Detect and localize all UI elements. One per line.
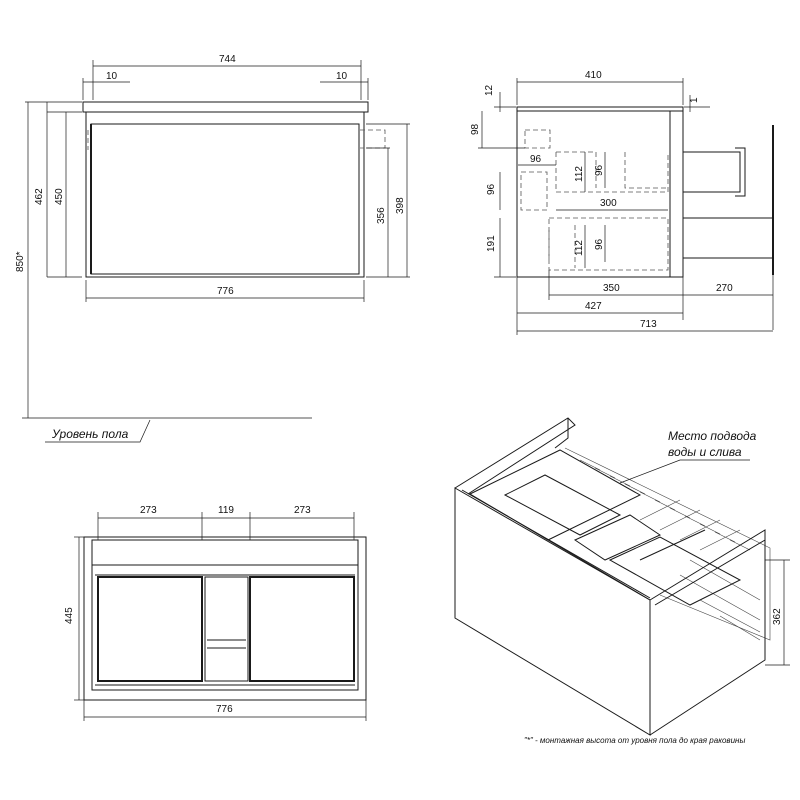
dim-713: 713 <box>640 319 657 330</box>
dim-112b: 112 <box>574 240 585 256</box>
top-outline <box>83 536 367 701</box>
footnote: "*" - монтажная высота от уровня пола до… <box>524 736 745 745</box>
dim-776-top: 776 <box>216 704 233 715</box>
dim-744: 744 <box>219 54 236 65</box>
dim-410: 410 <box>585 70 602 81</box>
dim-270: 270 <box>716 283 733 294</box>
dim-98: 98 <box>470 123 481 135</box>
dim-96-horiz: 96 <box>530 154 542 165</box>
side-view: 410 12 1 98 96 112 96 96 300 191 112 <box>470 70 774 335</box>
dim-300: 300 <box>600 198 617 209</box>
top-view: 273 119 273 445 776 <box>64 505 367 721</box>
dim-356: 356 <box>376 207 387 224</box>
floor-level-label: Уровень пола <box>51 427 129 441</box>
dim-445: 445 <box>64 607 75 624</box>
dim-398: 398 <box>395 197 406 214</box>
dim-10-right: 10 <box>336 71 348 82</box>
dim-850: 850* <box>15 251 26 272</box>
front-view: 744 10 10 462 450 850* 356 398 776 <box>15 54 410 443</box>
isometric-view: Место подвода воды и слива 362 <box>454 417 790 736</box>
dim-776-front: 776 <box>217 286 234 297</box>
dim-450: 450 <box>54 188 65 205</box>
dim-350: 350 <box>603 283 620 294</box>
dim-112: 112 <box>574 166 585 182</box>
dim-462: 462 <box>34 188 45 205</box>
dim-427: 427 <box>585 301 602 312</box>
dim-96a: 96 <box>594 164 605 176</box>
compartment-left <box>97 576 203 682</box>
dim-10-left: 10 <box>106 71 118 82</box>
cabinet-body <box>85 111 365 278</box>
iso-front <box>454 487 651 736</box>
drawer-front <box>90 123 360 275</box>
dim-362: 362 <box>772 608 783 625</box>
dim-12: 12 <box>484 84 495 96</box>
callout-line-2: воды и слива <box>668 445 742 459</box>
dim-119: 119 <box>218 505 234 516</box>
wall-hatch <box>564 447 771 641</box>
callout-line-1: Место подвода <box>668 429 757 443</box>
dim-191: 191 <box>486 235 497 252</box>
compartment-right <box>249 576 355 682</box>
dim-96b: 96 <box>486 183 497 195</box>
dim-1: 1 <box>689 97 700 103</box>
dim-273b: 273 <box>294 505 311 516</box>
dim-96c: 96 <box>594 238 605 250</box>
countertop <box>82 101 369 113</box>
dim-273a: 273 <box>140 505 157 516</box>
